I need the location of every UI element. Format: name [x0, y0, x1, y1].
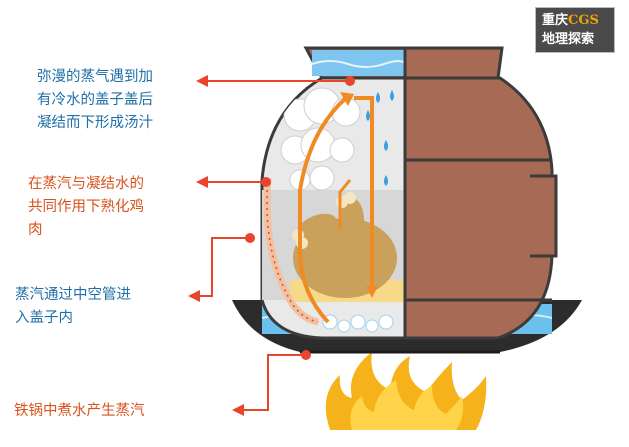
pot-outer-half	[405, 76, 558, 340]
pot-cross-section	[260, 76, 405, 340]
pot-lid	[303, 46, 504, 338]
label-wok-steam: 铁锅中煮水产生蒸汽	[14, 403, 145, 419]
watermark-line-2: 地理探索	[542, 32, 595, 47]
watermark-line-1: 重庆CGS	[542, 13, 599, 28]
arrow-heads	[188, 75, 355, 416]
condensation-droplets	[366, 90, 394, 186]
label-cooking: 在蒸汽与凝结水的 共同作用下熟化鸡 肉	[28, 176, 144, 238]
flame-icon	[325, 352, 487, 430]
label-hollow-tube: 蒸汽通过中空管进 入盖子内	[15, 287, 131, 326]
watermark-badge: 重庆CGS 地理探索	[535, 7, 615, 53]
leader-lines	[196, 80, 348, 411]
label-condensation: 弥漫的蒸气遇到加 有冷水的盖子盖后 凝结而下形成汤汁	[37, 69, 153, 131]
